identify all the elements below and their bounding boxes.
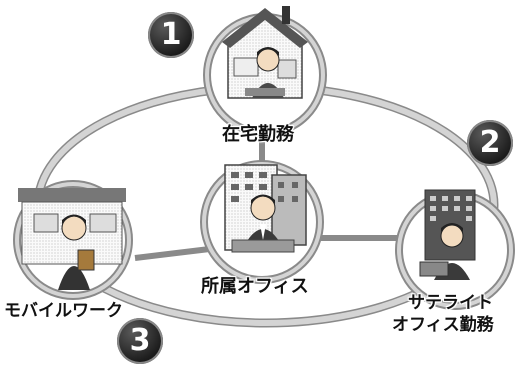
badge-2: 2: [467, 120, 513, 166]
satellite-label-line2: オフィス勤務: [392, 315, 494, 335]
office-worker-icon: [58, 214, 95, 290]
office-worker-icon: [245, 47, 285, 98]
office-label: 所属オフィス: [201, 276, 309, 297]
home-label: 在宅勤務: [222, 124, 294, 145]
office-worker-icon: [419, 223, 470, 280]
office-worker-icon: [231, 194, 295, 253]
office-node: [200, 160, 324, 284]
satellite-node: [395, 189, 515, 310]
satellite-label-line1: サテライト: [408, 293, 493, 313]
home-node: [203, 6, 327, 137]
badge-3: 3: [117, 318, 163, 364]
mobile-label: モバイルワーク: [4, 301, 123, 321]
badge-1: 1: [148, 12, 194, 58]
mobile-node: [13, 180, 133, 300]
